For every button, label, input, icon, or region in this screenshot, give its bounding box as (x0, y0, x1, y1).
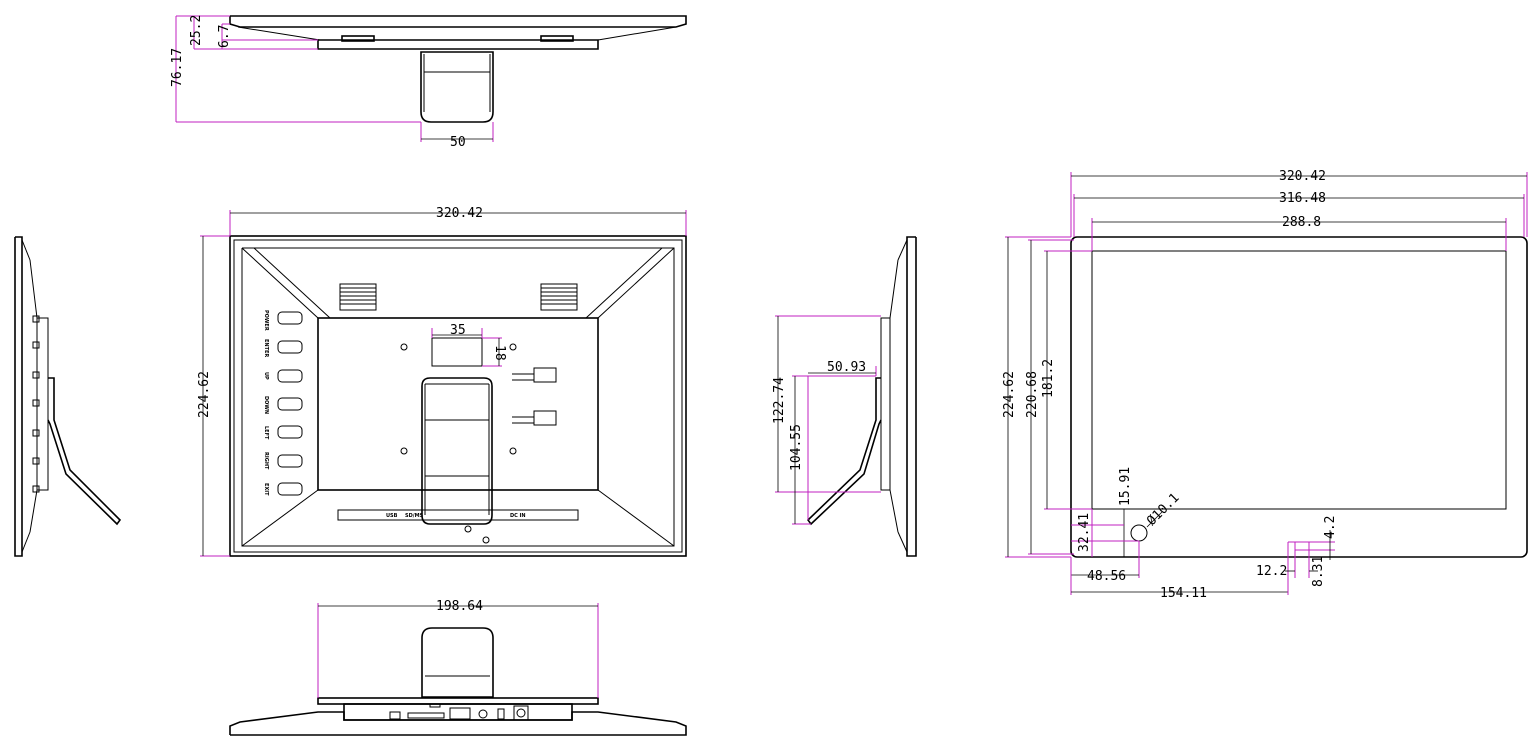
label-button-power: POWER (263, 310, 269, 331)
left-side-view (14, 236, 122, 557)
label-button-down: DOWN (263, 396, 269, 414)
dim-top-stand-width: 50 (450, 135, 466, 150)
top-view: 76.17 25.2 6.7 50 (170, 15, 687, 150)
label-port-sdms: SD/MS (405, 513, 424, 519)
dim-front-width-active: 288.8 (1282, 215, 1321, 230)
dim-front-width-bezel: 316.48 (1279, 191, 1326, 206)
right-side-view: 122.74 104.55 50.93 (772, 236, 917, 557)
dim-front-height-active: 181.2 (1041, 359, 1056, 398)
dim-front-width-outer: 320.42 (1279, 169, 1326, 184)
dim-top-depth-2: 6.7 (217, 25, 232, 48)
dim-side-height-1: 122.74 (772, 377, 787, 424)
button-column: POWER ENTER UP DOWN LEFT RIGHT EXIT (263, 310, 303, 496)
dim-top-height-total: 76.17 (170, 48, 185, 87)
dim-front-height-outer: 224.62 (1002, 371, 1017, 418)
dim-front-h5: 4.2 (1323, 516, 1338, 539)
dim-front-v1: 15.91 (1118, 467, 1133, 506)
dim-back-window-w: 35 (450, 323, 466, 338)
dim-front-h3: 12.2 (1256, 564, 1287, 579)
label-button-exit: EXIT (263, 483, 269, 496)
dim-top-depth-1: 25.2 (189, 15, 204, 46)
back-view: POWER ENTER UP DOWN LEFT RIGHT EXIT 35 1… (197, 206, 687, 557)
dim-bottom-width: 198.64 (436, 599, 483, 614)
front-view: 320.42 316.48 288.8 224.62 220.68 181.2 (1002, 169, 1528, 601)
dim-front-height-bezel: 220.68 (1025, 371, 1040, 418)
label-button-right: RIGHT (263, 452, 269, 470)
dim-front-h4: 8.31 (1311, 556, 1326, 587)
dim-back-window-h: 18 (492, 345, 507, 361)
label-button-up: UP (263, 372, 269, 380)
label-button-enter: ENTER (263, 339, 269, 357)
dim-front-hole: Ø10.1 (1144, 491, 1182, 529)
dim-side-height-2: 104.55 (789, 424, 804, 471)
dim-front-h2: 154.11 (1160, 586, 1207, 601)
dim-back-width: 320.42 (436, 206, 483, 221)
dim-back-height: 224.62 (197, 371, 212, 418)
bottom-view: 198.64 (229, 599, 687, 736)
label-port-usb: USB (386, 513, 398, 519)
dim-side-depth: 50.93 (827, 360, 866, 375)
dim-front-h1: 48.56 (1087, 569, 1126, 584)
dim-front-v2: 32.41 (1077, 513, 1092, 552)
label-port-dcin: DC IN (510, 513, 526, 519)
label-button-left: LEFT (263, 426, 269, 440)
